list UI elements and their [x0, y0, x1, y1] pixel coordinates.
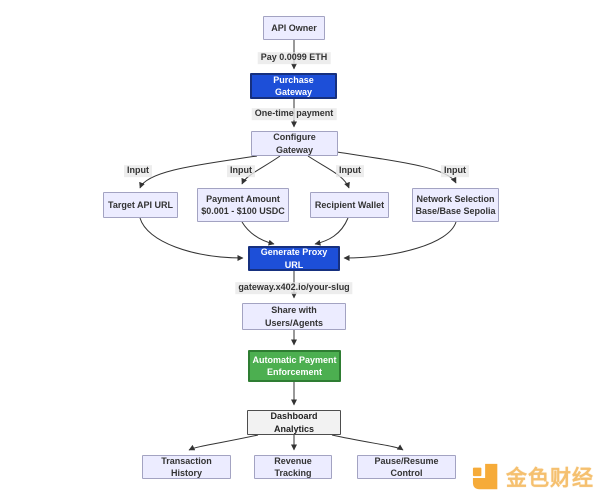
edge-network-to-generate: [343, 221, 457, 261]
node-configure-gateway: Configure Gateway: [251, 131, 338, 156]
edge-label-one-time-payment: One-time payment: [251, 108, 337, 120]
edge-dashboard-to-history: [188, 434, 259, 451]
watermark-text: 金色财经: [506, 467, 594, 490]
edge-dashboard-to-pause: [331, 434, 404, 451]
node-network-selection: Network Selection Base/Base Sepolia: [412, 188, 499, 222]
edge-label-input-3: Input: [336, 165, 364, 177]
edge-label-input-2: Input: [227, 165, 255, 177]
node-target-api-url: Target API URL: [103, 192, 178, 218]
edge-configure-to-target: [139, 155, 258, 189]
jinse-logo-icon: [472, 463, 498, 490]
watermark-jinse-finance: 金色财经: [472, 462, 594, 492]
node-revenue-tracking: Revenue Tracking: [254, 455, 332, 479]
node-generate-proxy-url: Generate Proxy URL: [248, 246, 340, 271]
node-api-owner: API Owner: [263, 16, 325, 40]
edge-label-input-4: Input: [441, 165, 469, 177]
edge-label-input-1: Input: [124, 165, 152, 177]
edge-configure-to-payment: [241, 155, 281, 185]
edge-recipient-to-generate: [314, 217, 349, 246]
node-payment-amount: Payment Amount $0.001 - $100 USDC: [197, 188, 289, 222]
node-recipient-wallet: Recipient Wallet: [310, 192, 389, 218]
edge-configure-to-network: [336, 151, 457, 184]
node-pause-resume-control: Pause/Resume Control: [357, 455, 456, 479]
node-dashboard-analytics: Dashboard Analytics: [247, 410, 341, 435]
node-purchase-gateway: Purchase Gateway: [250, 73, 337, 99]
edge-target-to-generate: [139, 217, 244, 261]
node-automatic-payment-enforcement: Automatic Payment Enforcement: [248, 350, 341, 382]
edge-payment-to-generate: [241, 221, 275, 246]
edge-label-pay-eth: Pay 0.0099 ETH: [257, 52, 331, 64]
edge-label-proxy-url: gateway.x402.io/your-slug: [235, 282, 353, 294]
node-transaction-history: Transaction History: [142, 455, 231, 479]
edge-configure-to-recipient: [307, 155, 350, 189]
node-share-with-users: Share with Users/Agents: [242, 303, 346, 330]
